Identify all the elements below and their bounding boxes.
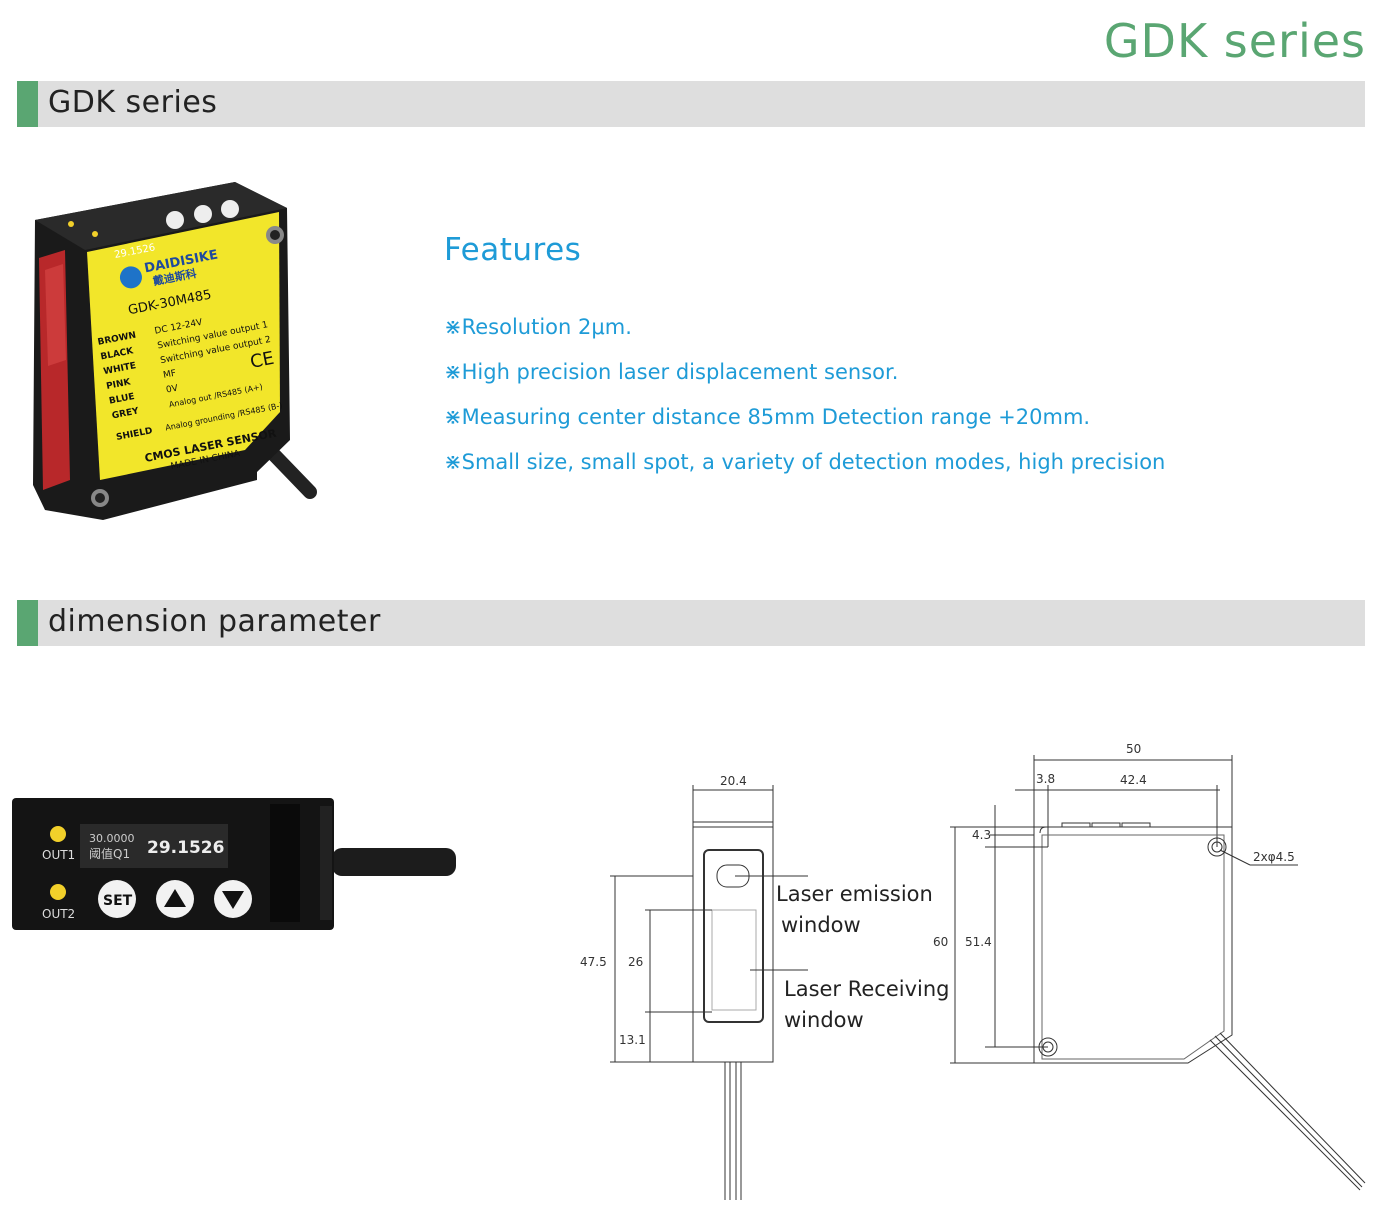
side-view-drawing: 20.4 47.5 26 13.1 Laser emission window … (580, 774, 950, 1200)
section-title: dimension parameter (48, 604, 381, 639)
feature-text: Measuring center distance 85mm Detection… (461, 405, 1091, 429)
features-title: Features (444, 232, 582, 268)
feature-text: High precision laser displacement sensor… (461, 360, 899, 384)
down-arrow-icon (222, 891, 244, 909)
threshold-value: 30.0000 (89, 832, 135, 845)
dim-width-3-8: 3.8 (1036, 772, 1055, 786)
section-header-dimension: dimension parameter (17, 600, 1365, 646)
feature-item: ⋇High precision laser displacement senso… (444, 357, 1165, 402)
section-title: GDK series (48, 85, 218, 120)
out2-indicator (50, 884, 66, 900)
feature-bullet: ⋇ (444, 315, 462, 339)
dim-width-side: 20.4 (720, 774, 747, 788)
dim-hole-diameter: 2xφ4.5 (1253, 850, 1295, 864)
feature-bullet: ⋇ (444, 450, 462, 474)
up-arrow-icon (164, 889, 186, 907)
wire-name: BLUE (108, 392, 135, 407)
out1-label: OUT1 (42, 848, 75, 862)
dim-height-51-4: 51.4 (965, 935, 992, 949)
section-accent (17, 600, 38, 646)
dim-height-4-3: 4.3 (972, 828, 991, 842)
sensor-top-panel-photo: OUT1 OUT2 30.0000 阈值Q1 29.1526 SET (12, 798, 456, 930)
feature-text: Resolution 2μm. (461, 315, 632, 339)
laser-emission-label: Laser emission (776, 882, 933, 906)
panel-display (80, 824, 228, 868)
panel-reading: 29.1526 (147, 838, 224, 858)
section-header-series: GDK series (17, 81, 1365, 127)
feature-bullet: ⋇ (444, 405, 462, 429)
laser-emission-label-2: window (781, 913, 861, 937)
threshold-label: 阈值Q1 (89, 846, 130, 861)
out2-label: OUT2 (42, 907, 75, 921)
set-button-label: SET (103, 893, 133, 909)
product-photo: 29.1526 DAIDISIKE 戴迪斯科 GDK-30M485 BROWN … (33, 182, 317, 520)
wire-name: PINK (105, 377, 132, 392)
out1-indicator (50, 826, 66, 842)
dim-height-60: 60 (933, 935, 948, 949)
set-button[interactable] (98, 880, 136, 918)
wire-desc: MF (162, 369, 177, 381)
dim-height-13-1: 13.1 (619, 1033, 646, 1047)
wire-desc: 0V (165, 383, 179, 395)
dim-width-50: 50 (1126, 742, 1141, 756)
feature-item: ⋇Resolution 2μm. (444, 312, 1165, 357)
features-list: ⋇Resolution 2μm. ⋇High precision laser d… (444, 312, 1165, 492)
feature-item: ⋇Measuring center distance 85mm Detectio… (444, 402, 1165, 447)
front-view-drawing: 50 3.8 42.4 4.3 60 51.4 2xφ4.5 (933, 742, 1366, 1191)
feature-bullet: ⋇ (444, 360, 462, 384)
feature-text: Small size, small spot, a variety of det… (461, 450, 1166, 474)
section-accent (17, 81, 38, 127)
ce-mark: CE (248, 348, 276, 373)
dim-height-47-5: 47.5 (580, 955, 607, 969)
dim-width-42-4: 42.4 (1120, 773, 1147, 787)
page-title: GDK series (1103, 14, 1366, 68)
dim-height-26: 26 (628, 955, 643, 969)
laser-receiving-label: Laser Receiving (784, 977, 950, 1001)
laser-receiving-label-2: window (784, 1008, 864, 1032)
feature-item: ⋇Small size, small spot, a variety of de… (444, 447, 1165, 492)
